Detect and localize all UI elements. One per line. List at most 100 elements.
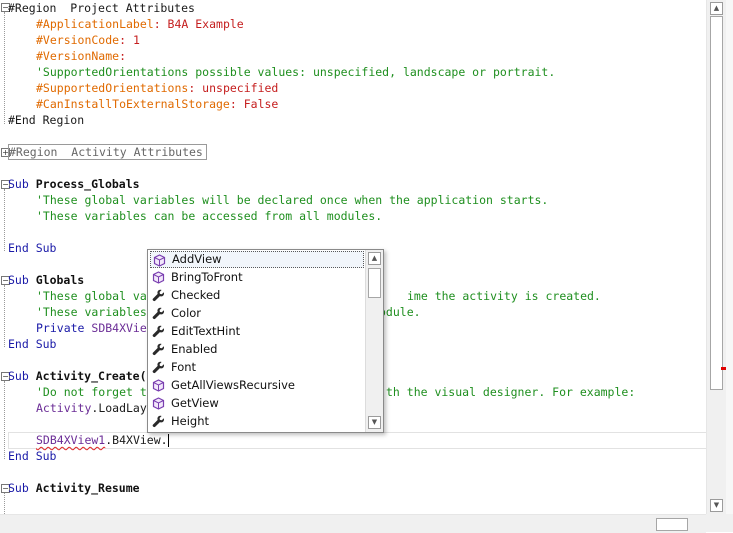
attr-key: #CanInstallToExternalStorage bbox=[36, 97, 230, 111]
code-comment: 'These variables can be accessed from al… bbox=[36, 209, 383, 223]
autocomplete-item-label: GetView bbox=[171, 396, 219, 410]
code-line: End Sub bbox=[8, 448, 56, 464]
autocomplete-scroll-thumb[interactable] bbox=[368, 268, 381, 298]
autocomplete-item-label: Height bbox=[171, 414, 210, 428]
code-line: odule. bbox=[379, 304, 421, 320]
code-line: 'SupportedOrientations possible values: … bbox=[36, 64, 555, 80]
wrench-icon bbox=[152, 415, 165, 428]
scroll-up-icon[interactable]: ▲ bbox=[710, 2, 723, 15]
scroll-down-icon[interactable]: ▼ bbox=[368, 416, 381, 429]
collapsed-region[interactable]: #Region Activity Attributes bbox=[8, 144, 207, 160]
keyword: Sub bbox=[8, 273, 29, 287]
code-line: Sub Activity_Resume bbox=[8, 480, 140, 496]
code-line: #End Region bbox=[8, 112, 84, 128]
code-line: #VersionCode: 1 bbox=[36, 32, 140, 48]
error-marker bbox=[721, 367, 727, 370]
code-comment: 'SupportedOrientations possible values: … bbox=[36, 65, 556, 79]
attr-key: #VersionName bbox=[36, 49, 120, 63]
autocomplete-item-label: Font bbox=[171, 360, 197, 374]
code-line: End Sub bbox=[8, 336, 56, 352]
sub-name: Globals bbox=[35, 273, 85, 287]
autocomplete-item-label: Checked bbox=[171, 288, 221, 302]
fold-guide bbox=[4, 285, 6, 347]
code-comment: th the visual designer. For example: bbox=[386, 385, 636, 399]
keyword: End Sub bbox=[8, 449, 57, 463]
autocomplete-item[interactable]: BringToFront bbox=[150, 269, 364, 286]
right-edge bbox=[726, 0, 733, 532]
sub-name: Process_Globals bbox=[35, 177, 140, 191]
code-line: Private SDB4XVie bbox=[36, 320, 147, 336]
vertical-scroll-thumb[interactable] bbox=[710, 16, 723, 390]
attr-value: : bbox=[119, 49, 127, 63]
autocomplete-item-label: BringToFront bbox=[171, 270, 243, 284]
attr-value: : False bbox=[229, 97, 279, 111]
fold-collapse-icon[interactable]: − bbox=[1, 372, 10, 381]
keyword: Sub bbox=[8, 369, 29, 383]
attr-key: #SupportedOrientations bbox=[36, 81, 189, 95]
fold-collapse-icon[interactable]: − bbox=[1, 276, 10, 285]
code-line: #VersionName: bbox=[36, 48, 126, 64]
code-line: Sub Globals bbox=[8, 272, 84, 288]
vertical-scrollbar[interactable]: ▲ ▼ bbox=[706, 0, 727, 514]
scroll-down-icon[interactable]: ▼ bbox=[710, 499, 723, 512]
fold-guide bbox=[4, 493, 6, 514]
autocomplete-item[interactable]: Checked bbox=[150, 287, 364, 304]
autocomplete-item[interactable]: AddView bbox=[150, 251, 364, 268]
horizontal-scroll-thumb[interactable] bbox=[656, 518, 688, 531]
fold-guide bbox=[4, 12, 6, 124]
wrench-icon bbox=[152, 307, 165, 320]
autocomplete-item[interactable]: GetView bbox=[150, 395, 364, 412]
keyword: Sub bbox=[8, 177, 29, 191]
method-cube-icon bbox=[152, 379, 165, 392]
autocomplete-item[interactable]: Enabled bbox=[150, 341, 364, 358]
fold-collapse-icon[interactable]: − bbox=[1, 180, 10, 189]
fold-guide bbox=[4, 381, 6, 459]
code-line: End Sub bbox=[8, 240, 56, 256]
fold-expand-icon[interactable]: + bbox=[1, 148, 10, 157]
keyword: End Sub bbox=[8, 337, 57, 351]
autocomplete-item[interactable]: Height bbox=[150, 413, 364, 430]
code-line: #CanInstallToExternalStorage: False bbox=[36, 96, 278, 112]
autocomplete-item[interactable]: Font bbox=[150, 359, 364, 376]
fold-collapse-icon[interactable]: − bbox=[1, 484, 10, 493]
scroll-up-icon[interactable]: ▲ bbox=[368, 252, 381, 265]
fold-collapse-icon[interactable]: − bbox=[1, 3, 10, 12]
sub-name: Activity_Create( bbox=[35, 369, 147, 383]
method-cube-icon bbox=[152, 271, 165, 284]
autocomplete-item-label: Color bbox=[171, 306, 202, 320]
sub-name: Activity_Resume bbox=[35, 481, 140, 495]
autocomplete-item[interactable]: Color bbox=[150, 305, 364, 322]
attr-key: #VersionCode bbox=[36, 33, 120, 47]
region-start: #Region Project Attributes bbox=[8, 1, 195, 15]
code-comment: 'These global va bbox=[36, 289, 147, 303]
autocomplete-scrollbar[interactable]: ▲ ▼ bbox=[365, 250, 383, 432]
code-comment: 'These global variables will be declared… bbox=[36, 193, 549, 207]
code-comment: ime the activity is created. bbox=[407, 289, 601, 303]
code-line: 'These global va bbox=[36, 288, 147, 304]
wrench-icon bbox=[152, 289, 165, 302]
horizontal-scrollbar[interactable] bbox=[0, 514, 706, 533]
attr-value: : B4A Example bbox=[153, 17, 244, 31]
method-call: .LoadLay bbox=[91, 401, 147, 415]
code-line: #ApplicationLabel: B4A Example bbox=[36, 16, 244, 32]
current-code-line[interactable]: SDB4XView1.B4XView. bbox=[36, 432, 169, 448]
wrench-icon bbox=[152, 325, 165, 338]
autocomplete-item[interactable]: EditTextHint bbox=[150, 323, 364, 340]
code-line: Sub Process_Globals bbox=[8, 176, 140, 192]
variable: Activity bbox=[36, 401, 92, 415]
fold-guide bbox=[4, 189, 6, 251]
text-caret bbox=[167, 434, 169, 447]
code-comment: 'Do not forget t bbox=[36, 385, 147, 399]
autocomplete-item-label: EditTextHint bbox=[171, 324, 241, 338]
code-line: #Region Project Attributes bbox=[8, 0, 195, 16]
wrench-icon bbox=[152, 343, 165, 356]
autocomplete-item[interactable]: GetAllViewsRecursive bbox=[150, 377, 364, 394]
method-cube-icon bbox=[153, 254, 166, 267]
region-end: #End Region bbox=[8, 113, 85, 127]
wrench-icon bbox=[152, 361, 165, 374]
code-line: Activity.LoadLay bbox=[36, 400, 147, 416]
keyword: Private bbox=[36, 321, 85, 335]
attr-key: #ApplicationLabel bbox=[36, 17, 154, 31]
